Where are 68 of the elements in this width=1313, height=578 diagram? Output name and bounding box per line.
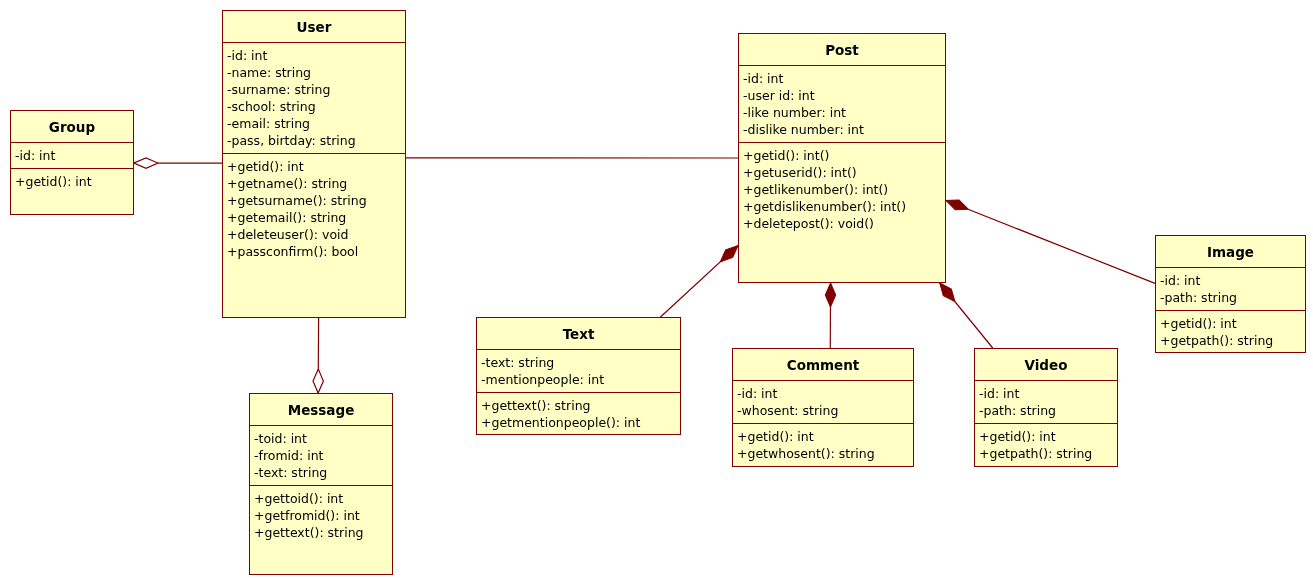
method-text: +getname(): string	[227, 175, 348, 192]
method-text: +getmentionpeople(): int	[481, 414, 641, 431]
method-text: +gettext(): string	[481, 397, 591, 414]
method-text: +getid(): int	[227, 158, 304, 175]
class-box	[249, 393, 393, 575]
method-text: +getpath(): string	[979, 445, 1093, 462]
class-name: Comment	[733, 349, 913, 381]
method-text: +getsurname(): string	[227, 192, 367, 209]
class-box	[738, 33, 946, 283]
method-text: +getid(): int()	[743, 147, 830, 164]
class-box	[10, 110, 134, 215]
attribute-text: -surname: string	[227, 81, 331, 98]
method-text: +deleteuser(): void	[227, 226, 349, 243]
composition-line	[659, 244, 739, 318]
composition-line	[824, 282, 837, 349]
method-text: +getemail(): string	[227, 209, 347, 226]
class-box	[222, 10, 406, 318]
attribute-text: -name: string	[227, 64, 312, 81]
method-text: +getid(): int	[15, 173, 92, 190]
method-text: +getdislikenumber(): int()	[743, 198, 907, 215]
method-text: +getid(): int	[979, 428, 1056, 445]
attribute-text: -like number: int	[743, 104, 846, 121]
method-text: +getwhosent(): string	[737, 445, 875, 462]
aggregation-line	[312, 317, 324, 394]
attribute-text: -path: string	[1160, 289, 1237, 306]
attribute-text: -id: int	[15, 147, 56, 164]
aggregation-line	[133, 157, 223, 169]
attribute-text: -id: int	[743, 70, 784, 87]
class-name: Group	[11, 111, 133, 143]
class-name: Post	[739, 34, 945, 66]
method-text: +gettoid(): int	[254, 490, 344, 507]
class-name: Video	[975, 349, 1117, 381]
method-text: +passconfirm(): bool	[227, 243, 359, 260]
class-box	[1155, 235, 1306, 353]
method-text: +getid(): int	[737, 428, 814, 445]
composition-line	[939, 282, 994, 349]
attribute-text: -id: int	[1160, 272, 1201, 289]
class-box	[476, 317, 681, 435]
attribute-text: -id: int	[227, 47, 268, 64]
attribute-text: -id: int	[979, 385, 1020, 402]
attribute-text: -mentionpeople: int	[481, 371, 605, 388]
attribute-text: -dislike number: int	[743, 121, 864, 138]
attribute-text: -school: string	[227, 98, 316, 115]
method-text: +getlikenumber(): int()	[743, 181, 889, 198]
method-text: +getid(): int	[1160, 315, 1237, 332]
method-text: +deletepost(): void()	[743, 215, 874, 232]
method-text: +getfromid(): int	[254, 507, 360, 524]
class-box	[974, 348, 1118, 467]
class-name: Text	[477, 318, 680, 350]
class-name: User	[223, 11, 405, 43]
method-text: +getpath(): string	[1160, 332, 1274, 349]
attribute-text: -toid: int	[254, 430, 307, 447]
attribute-text: -text: string	[254, 464, 328, 481]
association-line	[405, 157, 739, 159]
attribute-text: -path: string	[979, 402, 1056, 419]
attribute-text: -whosent: string	[737, 402, 839, 419]
attribute-text: -user id: int	[743, 87, 815, 104]
attribute-text: -pass, birtday: string	[227, 132, 356, 149]
class-name: Message	[250, 394, 392, 426]
method-text: +getuserid(): int()	[743, 164, 857, 181]
attribute-text: -id: int	[737, 385, 778, 402]
attribute-text: -email: string	[227, 115, 311, 132]
attribute-text: -text: string	[481, 354, 555, 371]
class-box	[732, 348, 914, 467]
attribute-text: -fromid: int	[254, 447, 324, 464]
method-text: +gettext(): string	[254, 524, 364, 541]
class-name: Image	[1156, 236, 1305, 268]
composition-line	[945, 199, 1156, 284]
